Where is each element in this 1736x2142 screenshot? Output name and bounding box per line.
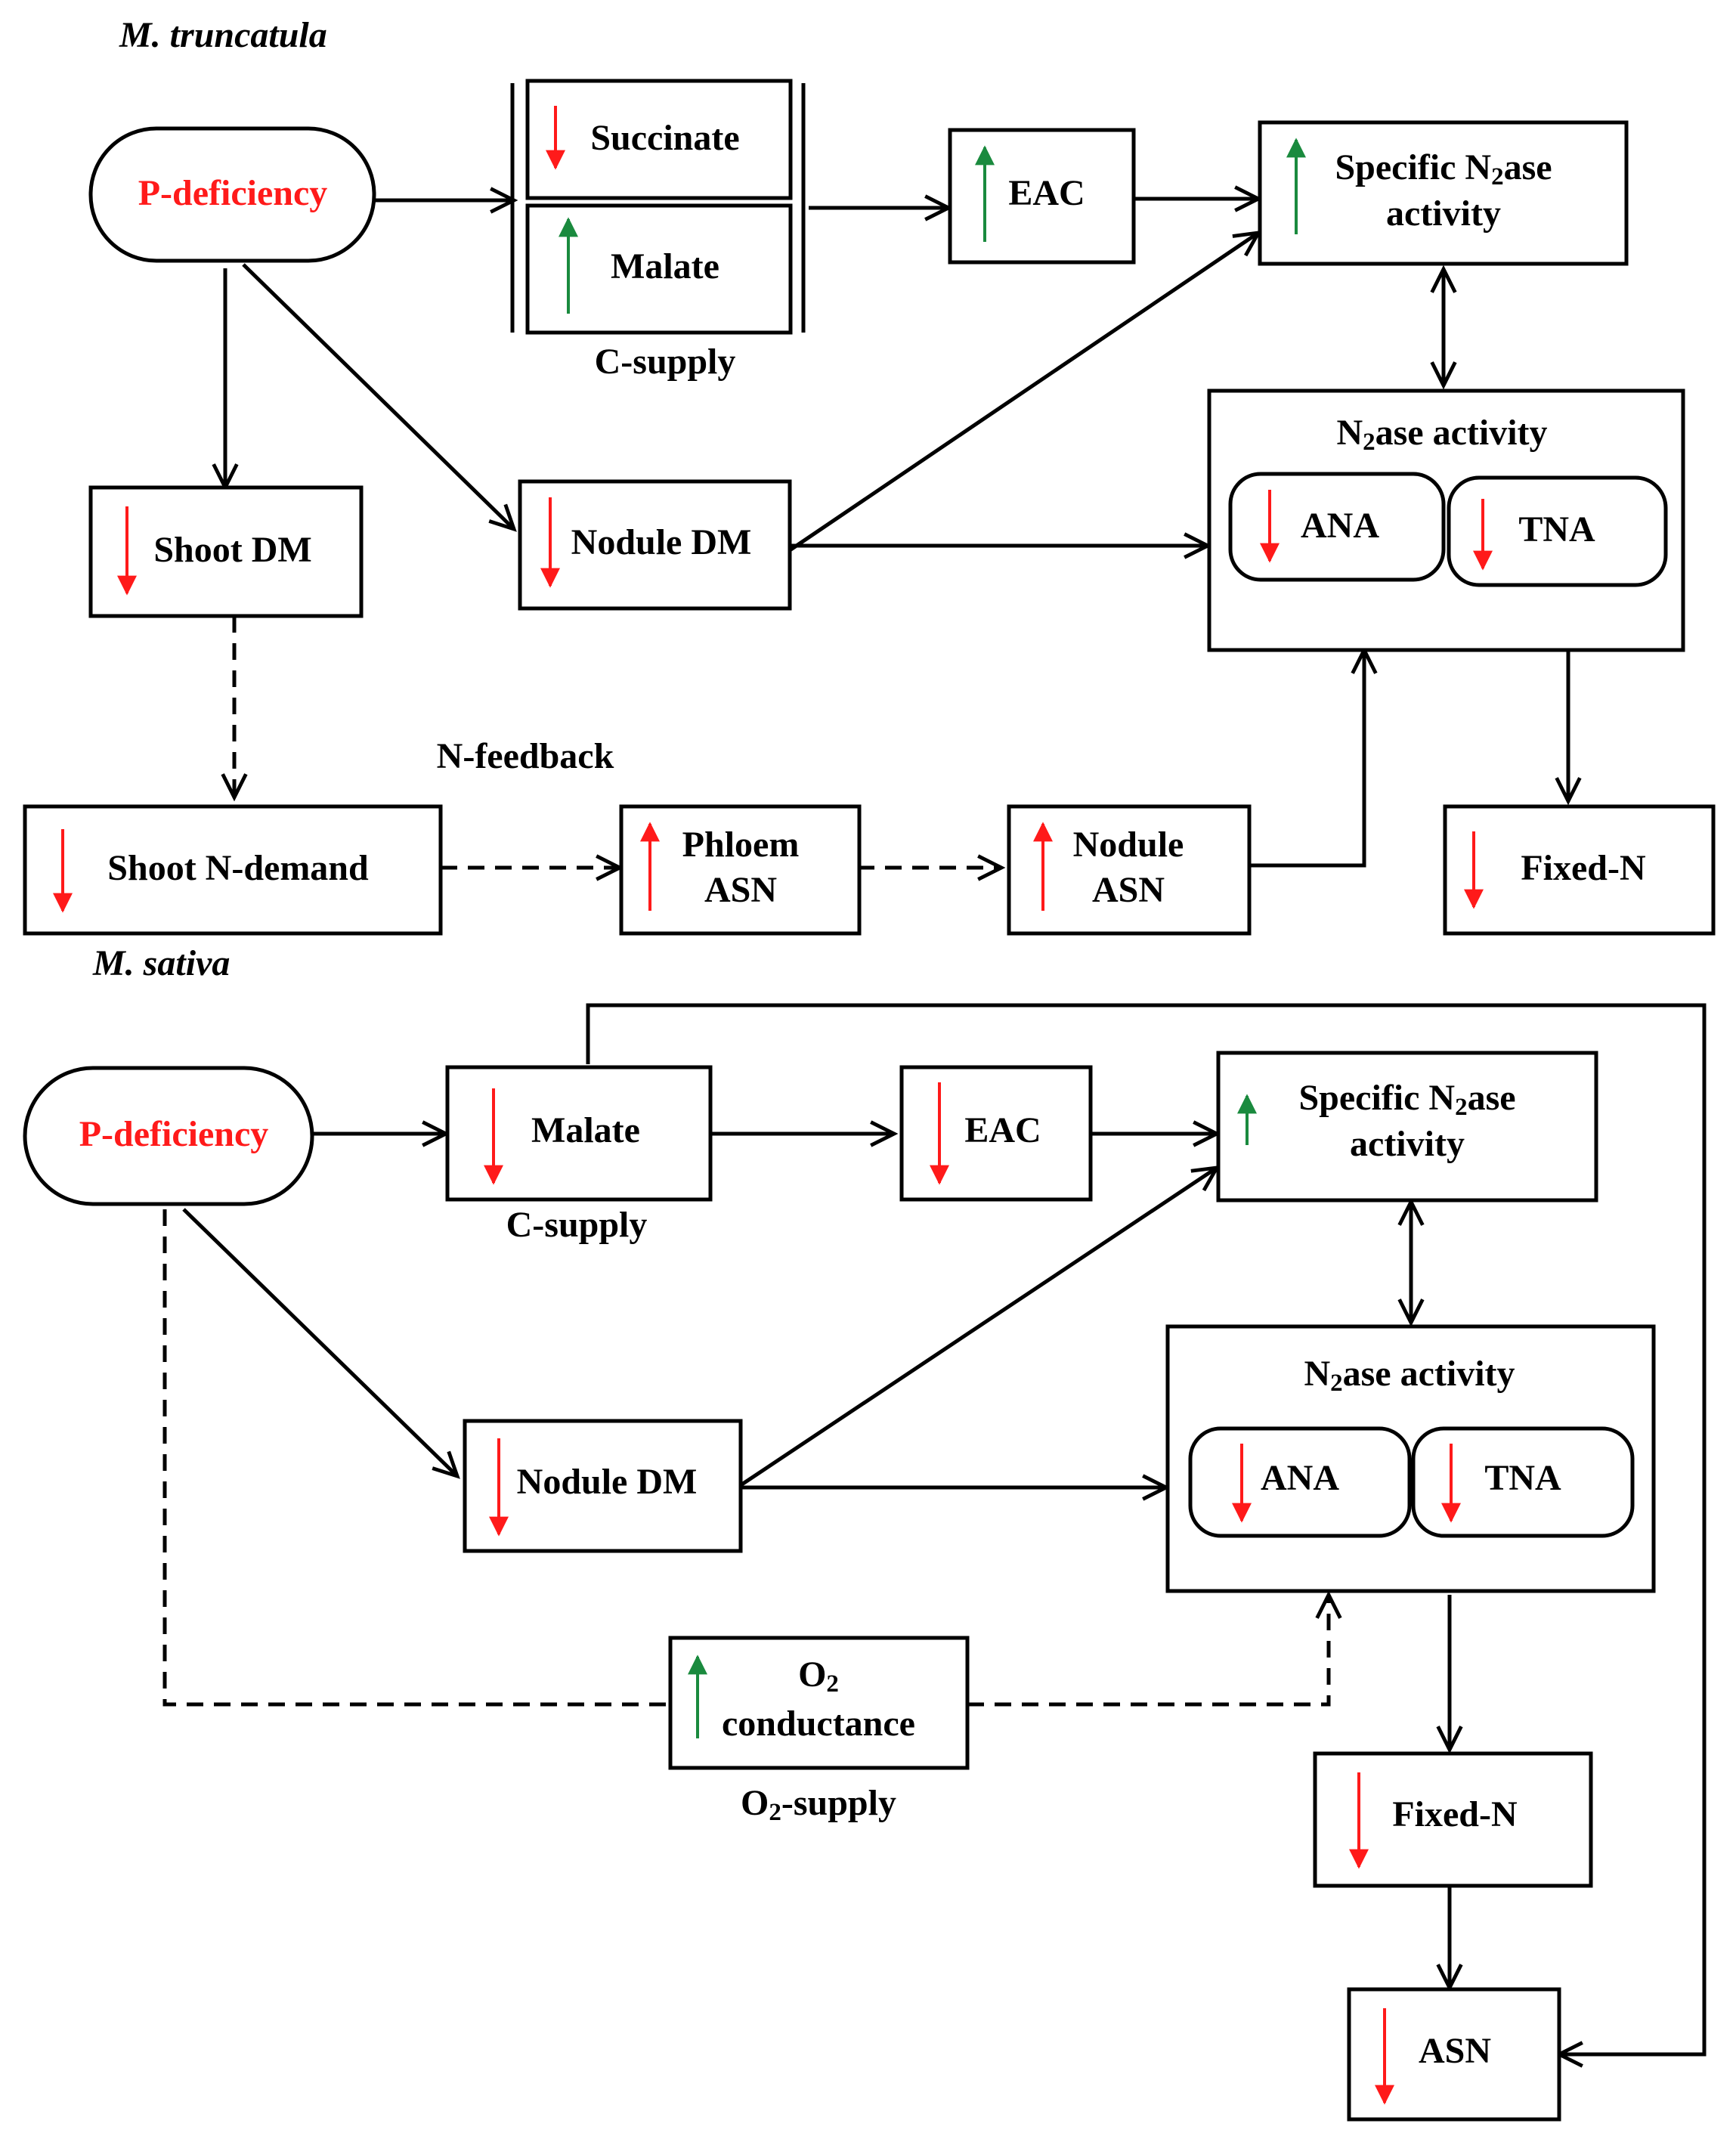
- node-p-deficiency-top: P-deficiency: [88, 126, 376, 263]
- node-nodule-asn: Nodule ASN: [1007, 804, 1252, 936]
- ana-label: ANA: [1261, 1458, 1339, 1498]
- node-nodule-dm-top: Nodule DM: [518, 479, 792, 611]
- nodule-dm-label: Nodule DM: [571, 522, 752, 562]
- specific-n2ase-text-rest: ase: [1468, 1078, 1516, 1118]
- arrow-nodudm-to-specific: [739, 1165, 1221, 1487]
- svg-text:O2-supply: O2-supply: [741, 1783, 896, 1826]
- tna-label: TNA: [1518, 509, 1595, 549]
- arrow-pdef-to-nodudm: [242, 263, 517, 532]
- node-n2ase-activity-bottom: N2ase activity ANA TNA: [1165, 1324, 1656, 1593]
- nodule-asn-line2: ASN: [1092, 870, 1165, 910]
- node-ana-top: [1228, 472, 1446, 582]
- node-shoot-n-demand: Shoot N-demand: [23, 804, 443, 936]
- p-deficiency-label: P-deficiency: [138, 173, 328, 213]
- conductance-label: conductance: [722, 1704, 915, 1744]
- malate-label: Malate: [611, 246, 719, 286]
- o2-supply-post: -supply: [781, 1783, 896, 1823]
- svg-text:Specific N2ase: Specific N2ase: [1298, 1078, 1515, 1121]
- species-label-sativa: M. sativa: [92, 943, 230, 983]
- svg-text:O2: O2: [798, 1654, 839, 1698]
- nodule-asn-line1: Nodule: [1073, 825, 1184, 865]
- subscript-2: 2: [826, 1670, 839, 1698]
- node-specific-n2ase-top: Specific N2ase activity: [1258, 120, 1629, 266]
- subscript-2: 2: [769, 1799, 781, 1826]
- fixed-n-label: Fixed-N: [1521, 848, 1646, 888]
- arrow-nodudm-to-specific: [788, 230, 1262, 553]
- node-nodule-dm-bottom: Nodule DM: [463, 1419, 743, 1553]
- node-malate-bottom: Malate C-supply: [445, 1065, 713, 1245]
- specific-n2ase-text-rest: ase: [1504, 147, 1552, 187]
- malate-label: Malate: [531, 1110, 640, 1150]
- arrow-malate-to-asn: [586, 1003, 1707, 2068]
- node-specific-n2ase-bottom: Specific N2ase activity: [1216, 1051, 1598, 1203]
- specific-n2ase-line2: activity: [1386, 193, 1501, 234]
- node-eac-bottom: EAC: [899, 1065, 1093, 1202]
- subscript-2: 2: [1363, 429, 1375, 456]
- ana-label: ANA: [1301, 506, 1379, 546]
- shoot-n-demand-label: Shoot N-demand: [107, 848, 369, 888]
- phloem-asn-line2: ASN: [704, 870, 777, 910]
- svg-text:N2ase activity: N2ase activity: [1304, 1354, 1515, 1397]
- subscript-2: 2: [1491, 163, 1504, 190]
- fixed-n-label: Fixed-N: [1392, 1794, 1518, 1834]
- phloem-asn-line1: Phloem: [682, 825, 800, 865]
- asn-label: ASN: [1419, 2031, 1491, 2071]
- subscript-2: 2: [1455, 1094, 1468, 1121]
- o2-text: O: [798, 1654, 826, 1695]
- o2-supply-pre: O: [741, 1783, 769, 1823]
- tna-label: TNA: [1484, 1458, 1561, 1498]
- nodule-dm-label: Nodule DM: [517, 1462, 698, 1502]
- species-label-truncatula: M. truncatula: [119, 15, 327, 55]
- eac-label: EAC: [964, 1110, 1041, 1150]
- c-supply-label: C-supply: [506, 1205, 648, 1245]
- n2ase-title-pre: N: [1336, 413, 1363, 453]
- specific-n2ase-text: Specific N: [1298, 1078, 1455, 1118]
- p-deficiency-label: P-deficiency: [79, 1114, 269, 1154]
- node-shoot-dm: Shoot DM: [88, 485, 364, 618]
- node-phloem-asn: Phloem ASN: [619, 804, 862, 936]
- node-asn: ASN: [1347, 1987, 1561, 2122]
- subscript-2: 2: [1330, 1370, 1343, 1397]
- node-eac-top: EAC: [948, 128, 1136, 265]
- specific-n2ase-text: Specific N: [1335, 147, 1491, 187]
- node-tna-bottom: [1411, 1426, 1635, 1538]
- node-fixed-n-top: Fixed-N: [1443, 804, 1716, 936]
- node-n2ase-activity-top: N2ase activity ANA TNA: [1207, 388, 1685, 652]
- specific-n2ase-line2: activity: [1350, 1124, 1465, 1164]
- arrow-noduleasn-to-n2ase: [1243, 645, 1378, 868]
- n2ase-title-post: ase activity: [1343, 1354, 1515, 1394]
- svg-text:Specific N2ase: Specific N2ase: [1335, 147, 1552, 190]
- succinate-label: Succinate: [590, 118, 739, 158]
- arrow-pdef-to-nodudm: [182, 1208, 460, 1479]
- svg-text:N2ase activity: N2ase activity: [1336, 413, 1547, 456]
- c-supply-label: C-supply: [595, 342, 736, 382]
- top-connectors: [212, 185, 1582, 881]
- node-o2-conductance: O2 conductance O2-supply: [668, 1636, 970, 1826]
- bottom-connectors: [162, 1003, 1707, 2068]
- eac-label: EAC: [1008, 173, 1085, 213]
- shoot-dm-label: Shoot DM: [153, 530, 311, 570]
- arrow-o2-to-n2ase: [967, 1590, 1342, 1707]
- n-feedback-label: N-feedback: [437, 736, 614, 776]
- node-p-deficiency-bottom: P-deficiency: [23, 1066, 314, 1206]
- n2ase-title-post: ase activity: [1375, 413, 1548, 453]
- node-tna-top: [1447, 475, 1668, 587]
- line-pdef-to-o2: [162, 1209, 669, 1707]
- node-fixed-n-bottom: Fixed-N: [1313, 1751, 1593, 1888]
- node-succinate: [525, 79, 793, 200]
- csupply-group-top: Succinate Malate C-supply: [510, 79, 806, 382]
- n2ase-title-pre: N: [1304, 1354, 1330, 1394]
